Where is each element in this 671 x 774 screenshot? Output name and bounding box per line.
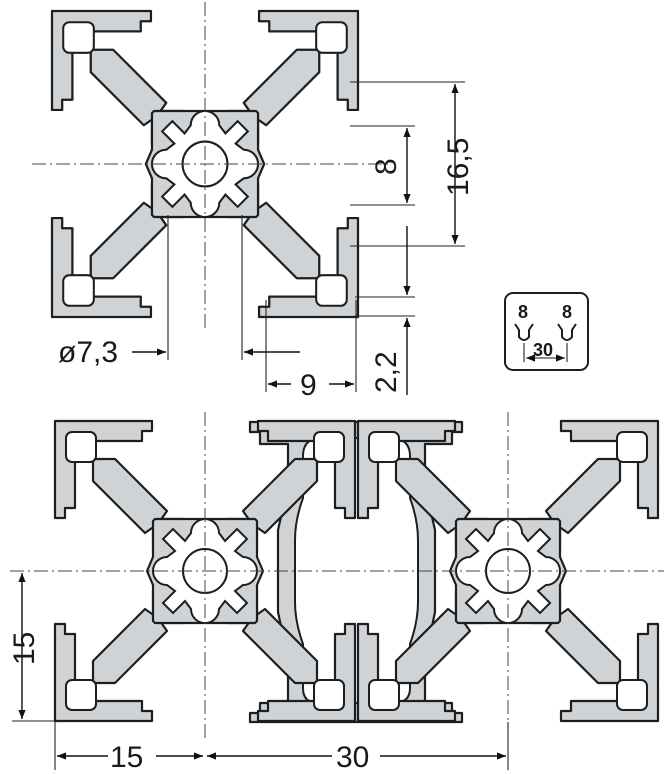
slot-spacing-icon: 8 8 30 bbox=[504, 292, 589, 371]
icon-right-slot-label: 8 bbox=[562, 302, 572, 322]
dim-slot-width: 9 bbox=[300, 369, 317, 402]
dim-slot-opening: 8 bbox=[370, 158, 403, 175]
icon-center-distance-label: 30 bbox=[533, 340, 553, 360]
dim-wall-thickness: 2,2 bbox=[370, 351, 403, 393]
dim-width-half: 15 bbox=[110, 741, 143, 774]
dim-bore-diameter: ø7,3 bbox=[58, 336, 118, 369]
dim-slot-depth: 16,5 bbox=[442, 138, 475, 196]
icon-left-slot-label: 8 bbox=[518, 302, 528, 322]
dim-width-center: 30 bbox=[336, 741, 369, 774]
dim-height-half: 15 bbox=[8, 632, 41, 665]
